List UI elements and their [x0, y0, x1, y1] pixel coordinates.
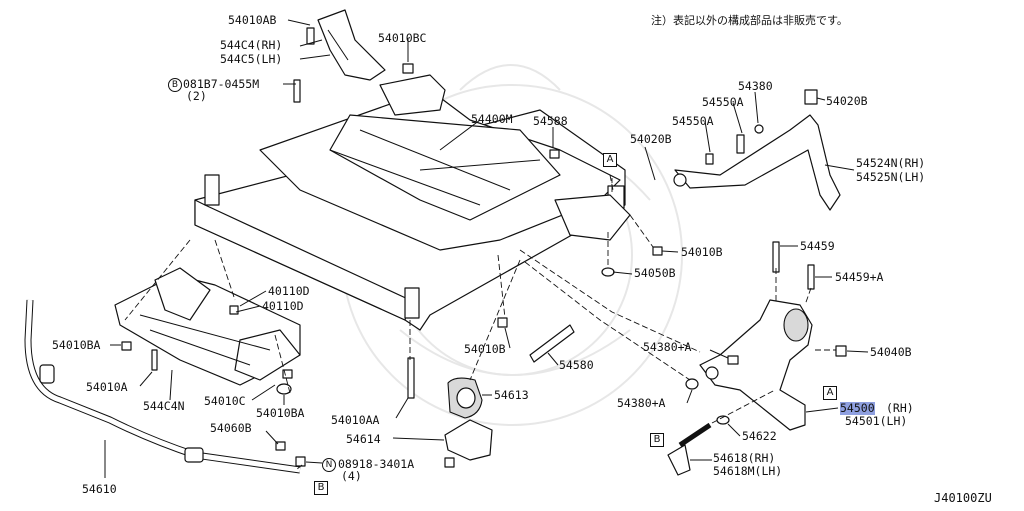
part-label-40110D-lower[interactable]: 40110D [262, 299, 304, 313]
front-crossmember-54400M [194, 74, 631, 331]
part-label-54588[interactable]: 54588 [533, 114, 568, 128]
circle-b-marker: B [168, 78, 182, 92]
part-label-54400M[interactable]: 54400M [471, 112, 513, 126]
rear-subframe-544C4N [114, 267, 301, 386]
part-label-54380[interactable]: 54380 [738, 79, 773, 93]
part-label-081B7-0455M[interactable]: 081B7-0455M [183, 77, 260, 91]
part-label-54550A-upper[interactable]: 54550A [702, 95, 744, 109]
clamp-54614 [444, 419, 493, 461]
part-label-54010BC[interactable]: 54010BC [378, 31, 427, 45]
part-label-54020B-upper[interactable]: 54020B [826, 94, 868, 108]
leader-lines [104, 19, 869, 478]
ref-box-a-lower: A [823, 386, 837, 400]
part-label-54614[interactable]: 54614 [346, 432, 381, 446]
ref-box-a-upper: A [603, 153, 617, 167]
part-label-544C4N[interactable]: 544C4N [143, 399, 185, 413]
note-text: 注）表記以外の構成部品は非販売です。 [651, 14, 848, 27]
upper-link-54524N [673, 89, 841, 211]
lower-link-54500 [699, 299, 813, 431]
tie-rod-54618 [667, 422, 712, 476]
diagram-code: J40100ZU [934, 491, 992, 505]
part-label-54010B-right[interactable]: 54010B [681, 245, 723, 259]
part-label-54500-highlighted[interactable]: 54500 [840, 401, 875, 415]
part-label-54618M[interactable]: 54618M(LH) [713, 464, 783, 478]
part-label-54020B-lower[interactable]: 54020B [630, 132, 672, 146]
assembly-dashed-lines [124, 174, 836, 471]
part-label-54459[interactable]: 54459 [800, 239, 835, 253]
part-label-54010BA-left[interactable]: 54010BA [52, 338, 101, 352]
part-label-54380-a-upper[interactable]: 54380+A [643, 340, 692, 354]
part-label-54610[interactable]: 54610 [82, 482, 117, 496]
part-label-54010B-center[interactable]: 54010B [464, 342, 506, 356]
part-label-54010AA[interactable]: 54010AA [331, 413, 380, 427]
part-label-54010C[interactable]: 54010C [204, 394, 246, 408]
circle-n-marker: N [322, 458, 336, 472]
fasteners [121, 27, 847, 468]
bolt-54580 [529, 324, 575, 363]
part-label-54040B[interactable]: 54040B [870, 345, 912, 359]
part-label-54500-side: (RH) [886, 401, 914, 415]
part-label-544C5[interactable]: 544C5(LH) [220, 52, 283, 66]
part-label-54580[interactable]: 54580 [559, 358, 594, 372]
part-label-54380-a-lower[interactable]: 54380+A [617, 396, 666, 410]
part-label-544C4[interactable]: 544C4(RH) [220, 38, 283, 52]
part-label-54050B[interactable]: 54050B [634, 266, 676, 280]
bushing-54613 [447, 377, 483, 419]
part-label-54613[interactable]: 54613 [494, 388, 529, 402]
part-label-54622[interactable]: 54622 [742, 429, 777, 443]
part-label-54550A-lower[interactable]: 54550A [672, 114, 714, 128]
part-label-08918-3401A[interactable]: 08918-3401A [338, 457, 415, 471]
part-label-081B7-qty: (2) [186, 89, 207, 103]
part-label-54010AB[interactable]: 54010AB [228, 13, 277, 27]
part-label-54459-a[interactable]: 54459+A [835, 270, 884, 284]
part-label-40110D-upper[interactable]: 40110D [268, 284, 310, 298]
part-label-54524N[interactable]: 54524N(RH) [856, 156, 926, 170]
stabilizer-bar-54610 [24, 299, 301, 474]
part-label-54060B[interactable]: 54060B [210, 421, 252, 435]
part-label-54618[interactable]: 54618(RH) [713, 451, 776, 465]
ref-box-b-tierod: B [650, 433, 664, 447]
part-label-54501[interactable]: 54501(LH) [845, 414, 908, 428]
ref-box-b-stabilizer: B [314, 481, 328, 495]
part-label-08918-qty: (4) [341, 469, 362, 483]
part-label-54010A[interactable]: 54010A [86, 380, 128, 394]
part-label-54010BA-right[interactable]: 54010BA [256, 406, 305, 420]
upper-bracket-544C4 [317, 9, 386, 81]
part-label-54525N[interactable]: 54525N(LH) [856, 170, 926, 184]
